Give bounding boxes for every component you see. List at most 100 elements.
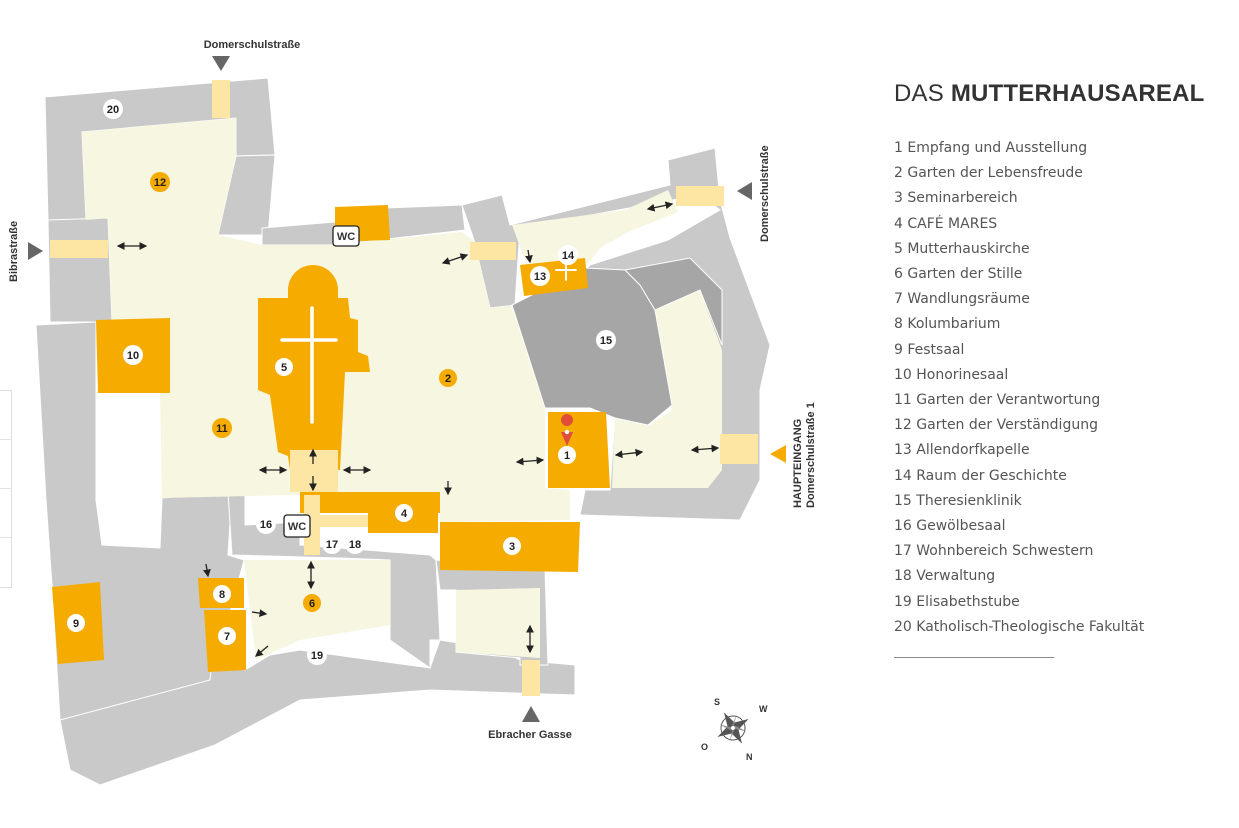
legend-item[interactable]: 9 Festsaal — [894, 341, 965, 358]
legend-item[interactable]: 14 Raum der Geschichte — [894, 467, 1067, 484]
street-bottom: Ebracher Gasse — [488, 706, 572, 741]
badge-14[interactable]: 14 — [558, 245, 578, 265]
badge-20[interactable]: 20 — [103, 99, 123, 119]
legend-item[interactable]: 12 Garten der Verständigung — [894, 417, 1098, 434]
wc-label-north: WC — [332, 225, 360, 247]
svg-text:20: 20 — [107, 104, 119, 116]
svg-text:11: 11 — [216, 423, 228, 435]
street-right-top: Domerschulstraße — [737, 145, 771, 242]
legend-item[interactable]: 8 Kolumbarium — [894, 316, 1001, 333]
svg-text:N: N — [746, 752, 753, 762]
garden-northeast-court — [512, 190, 678, 268]
corridor-center — [300, 492, 440, 513]
chapel-cross — [555, 263, 577, 281]
side-tab-segment[interactable] — [0, 489, 11, 538]
svg-text:Ebracher Gasse: Ebracher Gasse — [488, 729, 572, 741]
badge-5[interactable]: 5 — [275, 358, 293, 376]
svg-text:Domerschulstraße: Domerschulstraße — [204, 39, 301, 51]
badge-6[interactable]: 6 — [303, 594, 321, 612]
passage-corridor — [304, 495, 320, 555]
legend: DAS MUTTERHAUSAREAL 1 Empfang und Ausste… — [894, 80, 1224, 659]
building-east-block — [623, 257, 723, 346]
svg-text:1: 1 — [564, 450, 570, 462]
legend-item[interactable]: 16 Gewölbesaal — [894, 518, 1006, 535]
legend-item[interactable]: 15 Theresienklinik — [894, 492, 1022, 509]
legend-item[interactable]: 2 Garten der Lebensfreude — [894, 165, 1083, 182]
legend-item[interactable]: 18 Verwaltung — [894, 568, 996, 585]
svg-text:15: 15 — [600, 335, 612, 347]
badge-4[interactable]: 4 — [395, 504, 413, 522]
badge-8[interactable]: 8 — [213, 585, 231, 603]
gate-triangle-icon — [28, 242, 43, 260]
badge-9[interactable]: 9 — [67, 614, 85, 632]
legend-item[interactable]: 5 Mutterhauskirche — [894, 240, 1030, 257]
svg-text:Domerschulstraße 1: Domerschulstraße 1 — [805, 402, 817, 508]
empfang-ausstellung-1 — [548, 412, 610, 488]
svg-text:16: 16 — [260, 519, 272, 531]
garden-east-court — [612, 290, 722, 488]
svg-text:12: 12 — [154, 177, 166, 189]
entrance-triangle-icon — [770, 445, 786, 463]
passage-west-gate — [50, 240, 108, 258]
legend-item[interactable]: 10 Honorinesaal — [894, 366, 1009, 383]
svg-text:Domerschulstraße: Domerschulstraße — [759, 145, 771, 242]
legend-list: 1 Empfang und Ausstellung 2 Garten der L… — [894, 136, 1224, 640]
legend-item[interactable]: 17 Wohnbereich Schwestern — [894, 543, 1094, 560]
direction-arrows — [116, 201, 720, 657]
compass-icon — [717, 712, 749, 744]
location-pin-icon — [561, 414, 574, 446]
legend-title-prefix: DAS — [894, 80, 944, 107]
svg-text:18: 18 — [349, 539, 361, 551]
svg-text:Bibrastraße: Bibrastraße — [8, 221, 20, 282]
building-west-wing — [47, 217, 113, 323]
badge-1[interactable]: 1 — [558, 446, 576, 464]
arrow-horizontal — [515, 456, 545, 466]
svg-text:5: 5 — [281, 362, 287, 374]
arrow-down — [203, 563, 211, 578]
badge-12[interactable]: 12 — [150, 172, 170, 192]
badge-3[interactable]: 3 — [503, 537, 521, 555]
side-tab-segment[interactable] — [0, 391, 11, 440]
gate-triangle-icon — [737, 182, 752, 200]
church-cross — [280, 306, 338, 424]
legend-item[interactable]: 20 Katholisch-Theologische Fakultät — [894, 618, 1145, 635]
legend-item[interactable]: 13 Allendorfkapelle — [894, 442, 1030, 459]
legend-item[interactable]: 3 Seminarbereich — [894, 190, 1018, 207]
arrow-horizontal — [441, 253, 469, 265]
wc-label-south: WC — [283, 514, 311, 538]
side-tab-segment[interactable] — [0, 440, 11, 489]
svg-text:6: 6 — [309, 598, 315, 610]
legend-item[interactable]: 7 Wandlungsräume — [894, 291, 1030, 308]
svg-text:7: 7 — [224, 631, 230, 643]
badge-7[interactable]: 7 — [218, 627, 236, 645]
legend-item[interactable]: 1 Empfang und Ausstellung — [894, 140, 1088, 156]
svg-text:3: 3 — [509, 541, 515, 553]
arrow-right — [251, 609, 268, 617]
svg-text:17: 17 — [326, 539, 338, 551]
main-entrance-label: HAUPTEINGANG Domerschulstraße 1 — [770, 402, 817, 508]
passage-corridor-2 — [320, 515, 368, 527]
legend-divider — [894, 657, 1054, 659]
arrow-down — [525, 249, 533, 264]
badge-11[interactable]: 11 — [212, 418, 232, 438]
side-panel-tab[interactable] — [0, 390, 12, 588]
badge-19[interactable]: 19 — [307, 645, 327, 665]
legend-item[interactable]: 6 Garten der Stille — [894, 266, 1023, 283]
svg-text:14: 14 — [562, 250, 575, 262]
passage-north-gate — [212, 80, 230, 118]
arrow-diag — [255, 645, 269, 657]
legend-item[interactable]: 4 CAFÉ MARES — [894, 215, 998, 232]
badge-18[interactable]: 18 — [345, 534, 365, 554]
street-top: Domerschulstraße — [204, 39, 301, 71]
badge-10[interactable]: 10 — [123, 345, 143, 365]
badge-15[interactable]: 15 — [596, 330, 616, 350]
dark-buildings — [511, 257, 723, 426]
svg-text:WC: WC — [337, 231, 355, 243]
badge-2[interactable]: 2 — [439, 369, 457, 387]
badge-16[interactable]: 16 — [256, 514, 276, 534]
legend-item[interactable]: 19 Elisabethstube — [894, 593, 1020, 610]
passage-northeast-gate — [676, 186, 724, 206]
badge-17[interactable]: 17 — [322, 534, 342, 554]
legend-item[interactable]: 11 Garten der Verantwortung — [894, 392, 1101, 409]
badge-13[interactable]: 13 — [530, 266, 550, 286]
